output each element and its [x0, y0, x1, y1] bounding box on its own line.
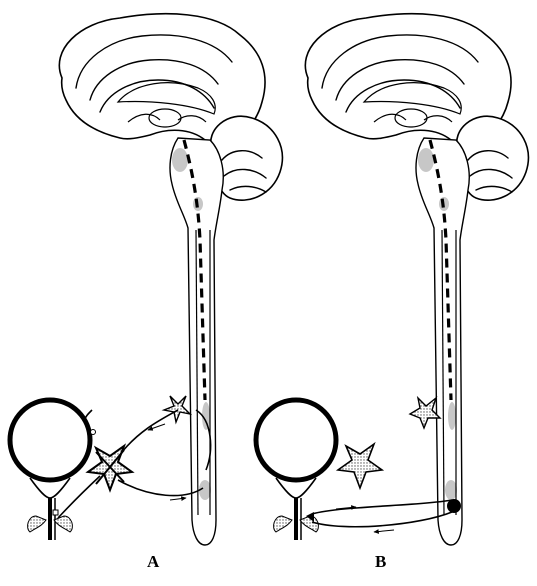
descending-motor-fiber: [58, 476, 100, 518]
arrow-icon: [374, 530, 394, 532]
interneuron-link-fiber: [122, 410, 178, 452]
isolated-interneuron-cell: [410, 398, 440, 428]
motor-output-fiber: [118, 480, 203, 496]
arrow-icon: [170, 498, 186, 500]
panel-a-diagram: [10, 14, 282, 545]
panel-b-diagram: [256, 14, 528, 545]
isolated-relay-cell: [338, 444, 382, 488]
panel-label-b: B: [375, 552, 386, 572]
panel-label-a: A: [147, 552, 159, 572]
spinal-interneuron-cell: [164, 396, 190, 422]
direct-afferent-fiber: [312, 500, 452, 514]
direct-efferent-fiber: [312, 512, 452, 527]
